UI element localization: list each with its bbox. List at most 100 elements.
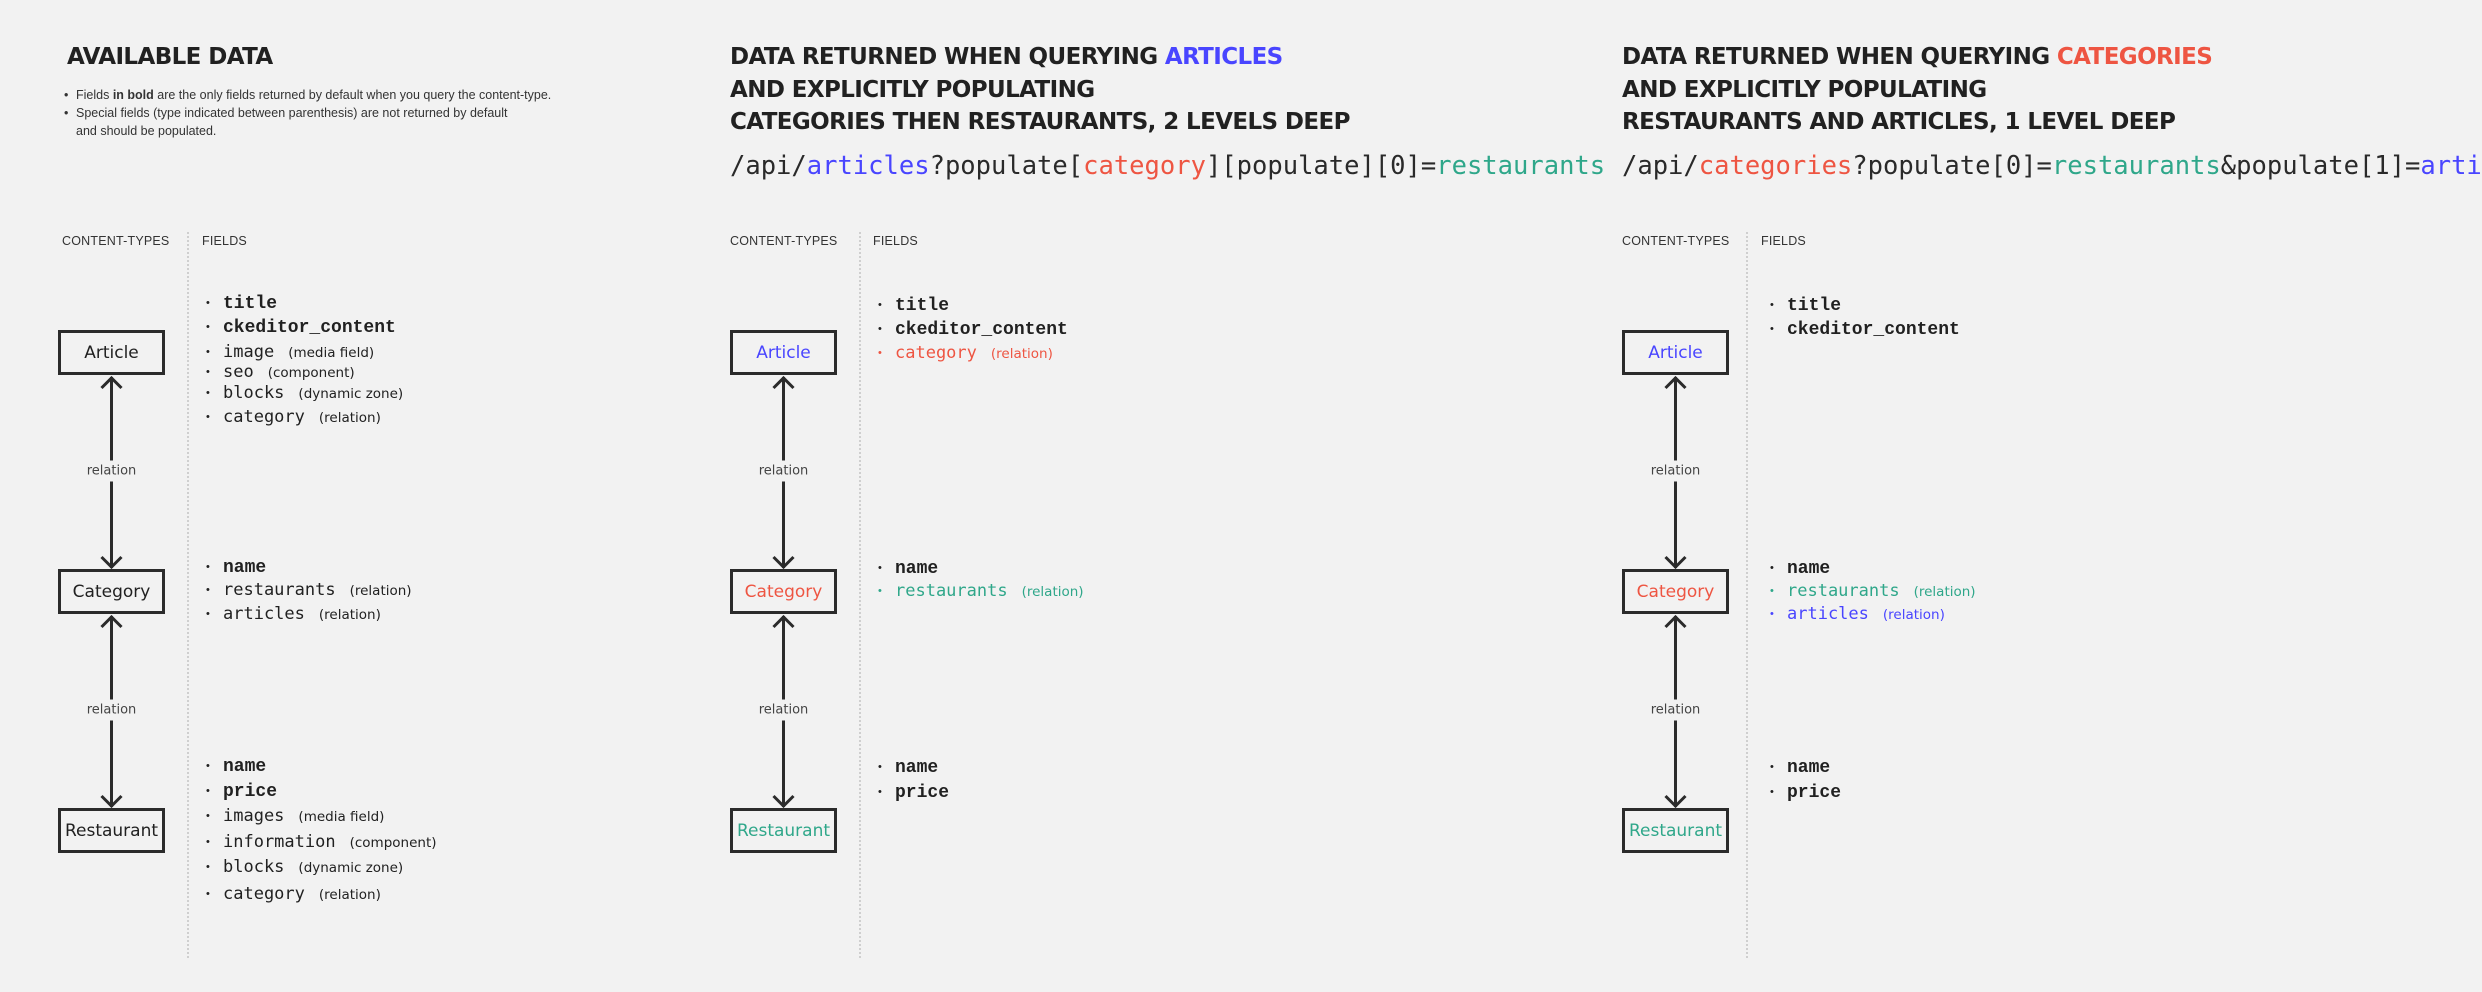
bullet-icon: • [206,836,210,848]
field-type: (relation) [1913,584,1976,600]
bullet-icon: • [878,323,882,335]
content-type-category: Category [730,569,837,614]
field-name: blocks [223,383,285,403]
field-name: name [223,558,267,578]
content-type-label: Restaurant [64,820,159,841]
url-segment: articles [806,151,930,181]
panel-title-line: AND EXPLICITLY POPULATING [730,77,1095,103]
title-segment: DATA RETURNED WHEN QUERYING [730,44,1165,70]
url-segment: category [1083,151,1206,181]
field-type: (dynamic zone) [298,386,404,402]
relation-label: relation [1650,699,1701,720]
note-line: •Fields in bold are the only fields retu… [64,86,551,104]
field-type: (relation) [1021,584,1084,600]
bullet-icon: • [878,347,882,359]
content-type-article: Article [730,330,837,375]
content-type-category: Category [1622,569,1729,614]
field-name: blocks [223,857,285,877]
bullet-icon: • [206,561,210,573]
note-segment: Special fields (type indicated between p… [76,106,508,120]
title-segment: CATEGORIES THEN RESTAURANTS, 2 LEVELS DE… [730,109,1350,135]
bullet-icon: • [1770,761,1774,773]
field-item: •category(relation) [206,883,381,906]
panel-title-line: AVAILABLE DATA [67,44,273,70]
url-segment: &populate[1]= [2220,151,2421,181]
field-name: articles [223,604,305,624]
field-type: (relation) [318,607,381,623]
content-type-label: Restaurant [1628,820,1723,841]
content-type-label: Article [756,342,811,363]
field-item: • price [878,781,950,804]
field-item: •ckeditor_content [1770,318,1960,341]
field-name: name [223,757,267,777]
field-type: (component) [267,365,355,381]
bullet-icon: • [1770,608,1774,620]
url-segment: ][populate][0]= [1205,151,1437,181]
note-segment: in bold [112,88,154,102]
bullet-icon: • [206,888,210,900]
field-item: •restaurants(relation) [878,580,1084,603]
content-types-header: CONTENT-TYPES [730,234,838,248]
content-type-label: Article [1648,342,1703,363]
field-type: (media field) [288,345,375,361]
field-item: •articles(relation) [206,603,381,626]
content-type-restaurant: Restaurant [1622,808,1729,853]
api-url: /api/articles?populate[category][populat… [730,151,1605,181]
field-item: •name [206,755,267,778]
field-name: information [223,832,336,852]
content-type-category: Category [58,569,165,614]
title-segment: CATEGORIES [2056,44,2213,70]
panel-title-line: RESTAURANTS AND ARTICLES, 1 LEVEL DEEP [1622,109,2176,135]
field-item: • name [878,756,939,779]
field-name: name [895,758,939,778]
field-item: •name [1770,756,1830,779]
fields-header: FIELDS [873,234,918,248]
arrow-up-icon [772,614,795,629]
field-name: price [1787,783,1842,803]
field-name: price [895,783,950,803]
title-segment: DATA RETURNED WHEN QUERYING [1622,44,2057,70]
panel-title-line: CATEGORIES THEN RESTAURANTS, 2 LEVELS DE… [730,109,1350,135]
arrow-up-icon [772,375,795,390]
fields-header: FIELDS [202,234,247,248]
field-type: (relation) [1882,607,1945,623]
url-segment: /api/ [730,151,807,181]
note-segment: and should be populated. [76,124,217,138]
field-name: name [895,559,939,579]
field-item: •articles(relation) [1770,603,1945,626]
bullet-icon: • [206,387,210,399]
field-type: (component) [349,835,437,851]
column-divider [859,232,861,958]
field-item: •price [1770,781,1842,804]
arrow-down-icon [772,794,795,809]
title-segment: RESTAURANTS AND ARTICLES, 1 LEVEL DEEP [1622,109,2176,135]
field-item: •ckeditor_content [878,318,1068,341]
bullet-icon: • [878,299,882,311]
field-item: •name [1770,557,1830,580]
field-name: images [223,806,285,826]
arrow-down-icon [100,794,123,809]
bullet-icon: • [878,585,882,597]
bullet-icon: • [206,785,210,797]
field-type: (relation) [318,887,381,903]
relation-label: relation [86,460,137,481]
bullet-icon: • [64,106,69,120]
relation-label: relation [758,699,809,720]
bullet-icon: • [878,786,882,798]
field-name: category [895,343,977,363]
field-item: •ckeditor_content [206,316,396,339]
note-segment: Fields [76,88,113,102]
bullet-icon: • [878,761,882,773]
bullet-icon: • [1770,562,1774,574]
bullet-icon: • [1770,299,1774,311]
note-line: and should be populated. [76,122,216,140]
field-item: • name [206,556,267,579]
field-name: ckeditor_content [1787,320,1960,340]
field-item: •title [1770,294,1841,317]
field-name: seo [223,362,254,382]
field-name: price [223,782,278,802]
content-type-label: Article [84,342,139,363]
field-item: •images(media field) [206,805,384,828]
content-type-restaurant: Restaurant [730,808,837,853]
arrow-up-icon [100,614,123,629]
